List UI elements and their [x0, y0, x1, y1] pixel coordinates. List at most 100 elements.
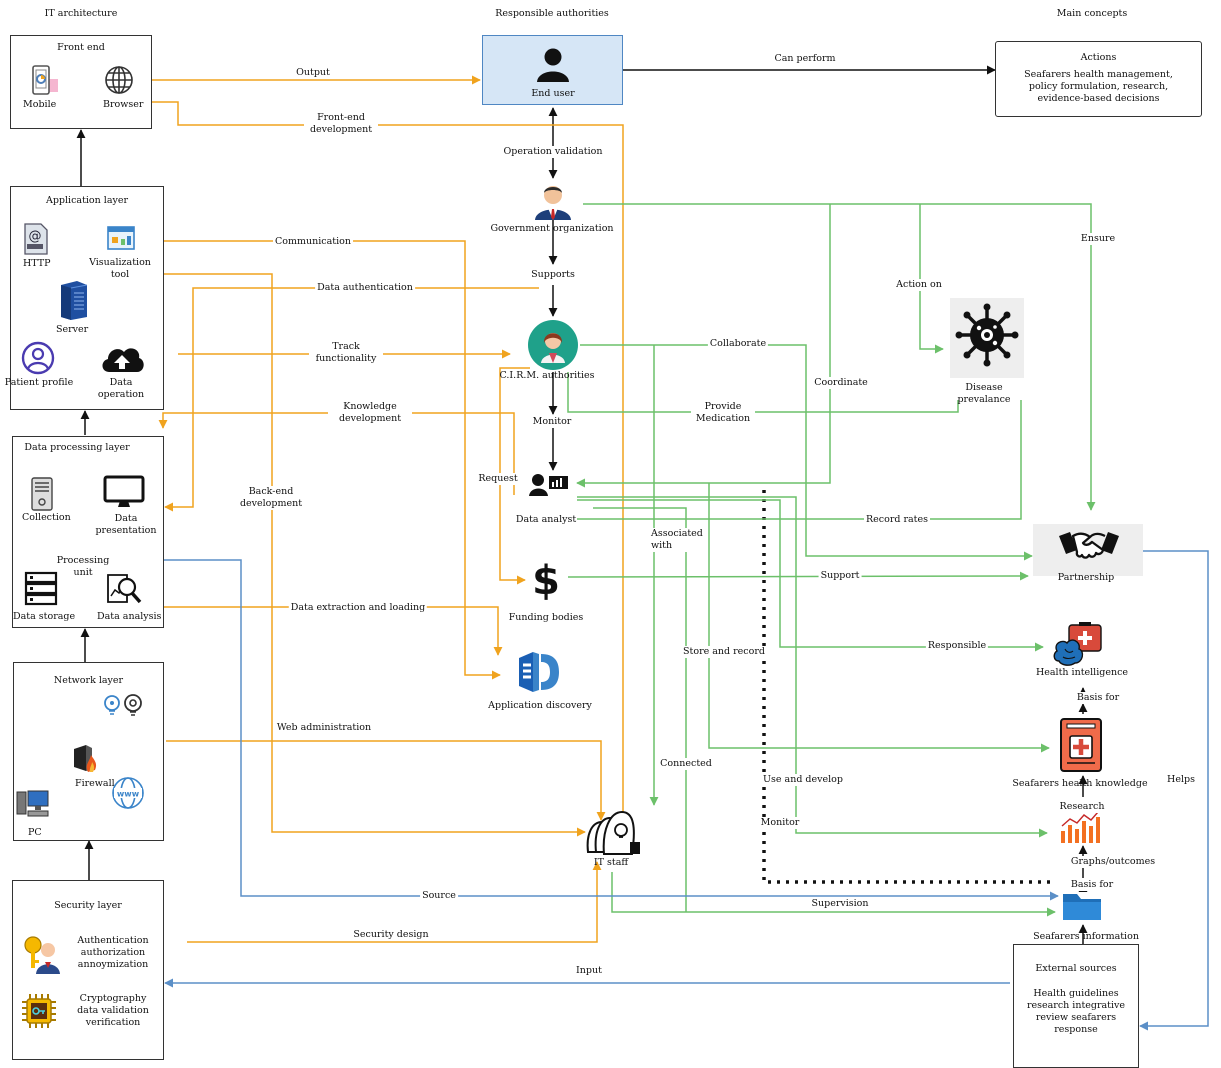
label-can-perform: Can perform — [772, 53, 838, 65]
label-knowledge-development: Knowledge development — [328, 401, 412, 425]
edge-coordinate — [576, 204, 831, 488]
end-user-icon — [537, 48, 569, 82]
label-coordinate: Coordinate — [812, 377, 870, 389]
bulb-gear-icon — [104, 694, 142, 716]
actions-body: Seafarers health management, policy form… — [1024, 69, 1173, 104]
pc-label: PC — [28, 827, 42, 838]
actions-box: Actions Seafarers health management, pol… — [995, 41, 1202, 117]
label-track-functionality: Track functionality — [309, 341, 383, 365]
handshake-icon — [1059, 532, 1119, 559]
svg-text:@: @ — [29, 229, 42, 244]
label-front-end-dev: Front-end development — [304, 112, 378, 136]
dollar-icon: $ — [532, 558, 560, 600]
external-sources-body: Health guidelines research integrative r… — [1026, 988, 1126, 1035]
data-analyst-label: Data analyst — [515, 514, 577, 525]
label-connected: Connected — [658, 758, 714, 770]
edge-source — [164, 559, 1059, 901]
application-layer-box: Application layer @ HTTP Visualization t… — [5, 186, 164, 410]
svg-text:$: $ — [532, 558, 560, 600]
processing-unit-label: Processing unit — [56, 555, 110, 578]
seafarers-information-label: Seafarers information — [1033, 931, 1139, 942]
security-layer-box: Security layer Authentication authorizat… — [12, 880, 164, 1060]
data-analyst-icon — [529, 474, 568, 496]
label-monitor: Monitor — [530, 416, 574, 428]
label-basis-for-1: Basis for — [1074, 692, 1122, 704]
header-main-concepts: Main concepts — [1056, 8, 1128, 19]
data-operation-label: Data operation — [97, 377, 145, 400]
virus-icon — [955, 303, 1019, 367]
front-end-box: Front end Mobile Browser — [10, 35, 152, 129]
label-research: Research — [1057, 801, 1107, 813]
label-back-end-dev: Back-end development — [234, 486, 308, 510]
edge-action-on — [919, 204, 944, 354]
browser-label: Browser — [103, 99, 144, 110]
external-sources-box: External sources Health guidelines resea… — [1013, 944, 1139, 1068]
www-globe-icon: www — [112, 777, 144, 809]
government-label: Government organization — [490, 223, 614, 234]
label-request: Request — [476, 473, 520, 485]
it-staff-label: IT staff — [593, 857, 629, 868]
edge-monitor-dotted — [762, 490, 1050, 884]
end-user-label: End user — [531, 88, 575, 99]
cirm-label: C.I.R.M. authorities — [499, 370, 595, 381]
pc-icon — [16, 790, 49, 817]
application-discovery-icon — [519, 652, 559, 692]
edge-helps — [1139, 550, 1209, 1031]
label-collaborate: Collaborate — [707, 338, 769, 350]
label-communication: Communication — [273, 236, 353, 248]
edge-web-admin — [166, 740, 606, 821]
firewall-label: Firewall — [75, 778, 115, 789]
label-input: Input — [574, 965, 604, 977]
it-staff-icon — [586, 810, 640, 855]
label-source: Source — [420, 890, 458, 902]
crypto-chip-icon — [22, 994, 56, 1028]
network-layer-box: Network layer Firewall www PC — [13, 662, 164, 841]
edge-ensure — [583, 203, 1096, 511]
data-analysis-icon — [107, 574, 142, 604]
health-intelligence-label: Health intelligence — [1035, 667, 1129, 678]
http-label: HTTP — [23, 258, 51, 269]
security-layer-title: Security layer — [54, 900, 122, 911]
patient-profile-label: Patient profile — [4, 377, 74, 388]
visualization-tool-label: Visualization tool — [89, 257, 151, 280]
firewall-icon — [74, 745, 97, 772]
data-analysis-label: Data analysis — [97, 611, 162, 622]
application-layer-title: Application layer — [45, 195, 129, 206]
label-use-and-develop: Use and develop — [761, 774, 845, 786]
graph-bars-icon — [1061, 811, 1100, 843]
collection-label: Collection — [22, 512, 71, 523]
label-operation-validation: Operation validation — [501, 146, 605, 158]
crypto-label: Cryptography data validation verificatio… — [77, 993, 149, 1028]
mobile-label: Mobile — [23, 99, 57, 110]
edge-back-end-dev — [164, 273, 586, 837]
label-supervision: Supervision — [809, 898, 871, 910]
data-storage-icon — [24, 571, 58, 606]
visualization-tool-icon — [107, 226, 135, 250]
data-presentation-label: Data presentation — [95, 513, 157, 536]
http-document-icon: @ — [24, 223, 48, 255]
folder-icon — [1063, 894, 1101, 920]
data-processing-layer-title: Data processing layer — [24, 442, 130, 453]
edge-security-design — [187, 861, 602, 943]
edge-responsible — [577, 499, 1044, 652]
cloud-upload-icon — [102, 348, 144, 372]
front-end-title: Front end — [57, 42, 105, 53]
label-basis-for-2: Basis for — [1068, 879, 1116, 891]
user-key-icon — [24, 936, 60, 974]
label-associated-with: Associated with — [649, 528, 705, 552]
patient-profile-icon — [21, 341, 55, 375]
data-processing-layer-box: Data processing layer Collection Data pr… — [12, 436, 164, 628]
edge-front-end-dev — [152, 101, 628, 821]
mobile-icon — [32, 65, 58, 95]
label-data-extraction: Data extraction and loading — [288, 602, 428, 614]
label-store-and-record: Store and record — [681, 646, 767, 658]
partnership-label: Partnership — [1057, 572, 1115, 583]
browser-globe-icon — [105, 66, 133, 94]
label-ensure: Ensure — [1078, 233, 1118, 245]
monitor-icon — [103, 475, 145, 507]
label-responsible: Responsible — [925, 640, 989, 652]
header-it-architecture: IT architecture — [44, 8, 118, 19]
label-helps: Helps — [1165, 774, 1197, 786]
edge-collaborate — [580, 344, 1033, 561]
end-user-box: End user — [482, 35, 623, 105]
